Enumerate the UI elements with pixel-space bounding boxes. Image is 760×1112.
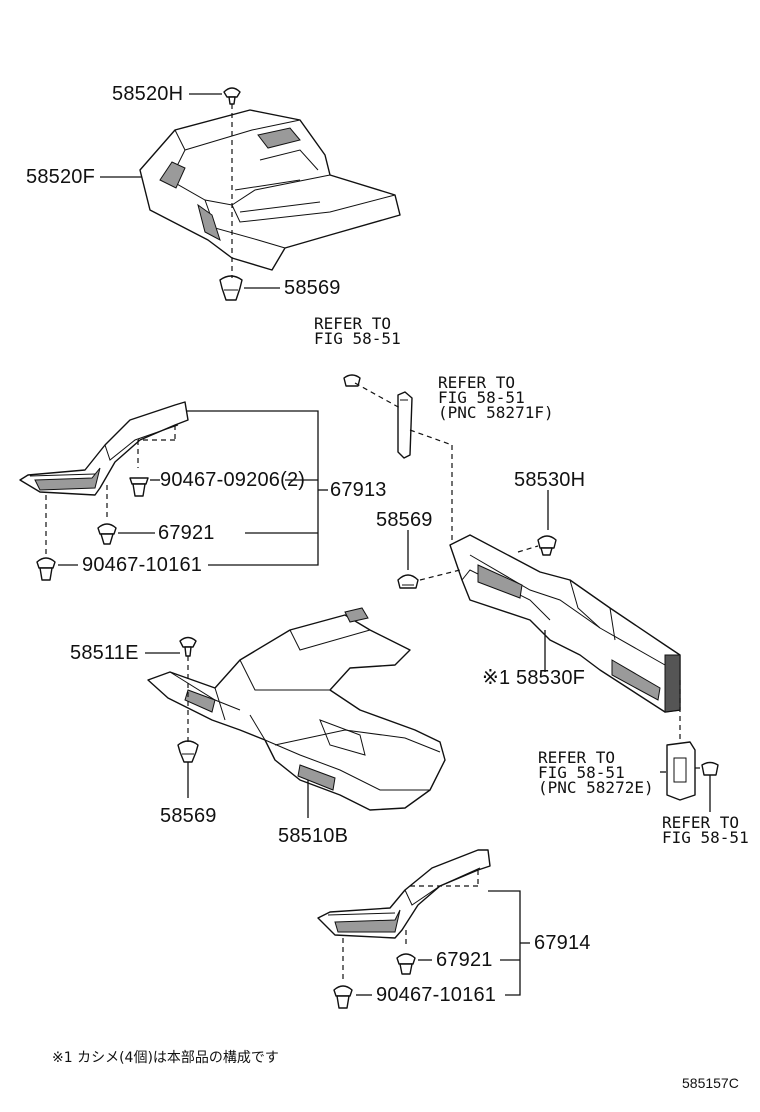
clip-58569-low bbox=[177, 740, 199, 763]
label-58569-top: 58569 bbox=[284, 277, 341, 299]
footnote: ※1 カシメ(4個)は本部品の構成です bbox=[52, 1050, 279, 1066]
label-58511E: 58511E bbox=[70, 642, 139, 664]
label-90467-09206: 90467-09206(2) bbox=[160, 469, 306, 491]
clip-67921-b bbox=[396, 953, 416, 975]
bracket-58272E bbox=[666, 741, 696, 801]
reference-note-4: REFER TO FIG 58-51 bbox=[662, 813, 749, 847]
label-90467-10161-a: 90467-10161 bbox=[82, 554, 203, 576]
reference-note-2-line-1: REFER TO bbox=[438, 373, 516, 392]
label-58520F: 58520F bbox=[26, 166, 96, 188]
reference-note-1: REFER TO FIG 58-51 bbox=[314, 314, 401, 348]
label-58510B: 58510B bbox=[278, 825, 349, 847]
clip-90467-10161-a bbox=[36, 557, 56, 581]
reference-note-3: REFER TO FIG 58-51 (PNC 58272E) bbox=[538, 748, 654, 797]
clip-90467-10161-b bbox=[333, 985, 353, 1009]
label-58530H: 58530H bbox=[514, 469, 586, 491]
reference-note-2-line-3: (PNC 58271F) bbox=[438, 403, 554, 422]
clip-58569-top bbox=[219, 275, 243, 301]
reference-note-4-line-2: FIG 58-51 bbox=[662, 828, 749, 847]
label-90467-10161-b: 90467-10161 bbox=[376, 984, 497, 1006]
clip-67921-a bbox=[97, 523, 117, 545]
clip-58511E bbox=[179, 636, 197, 657]
label-58520H: 58520H bbox=[112, 83, 184, 105]
reference-note-2-line-2: FIG 58-51 bbox=[438, 388, 525, 407]
reference-note-3-line-3: (PNC 58272E) bbox=[538, 778, 654, 797]
reference-note-4-line-1: REFER TO bbox=[662, 813, 740, 832]
floor-rail-58530F bbox=[449, 534, 681, 713]
bolt-90467-09206 bbox=[129, 477, 149, 497]
clip-58520H bbox=[223, 87, 241, 105]
label-58569-low: 58569 bbox=[160, 805, 217, 827]
reference-note-3-line-1: REFER TO bbox=[538, 748, 616, 767]
step-assembly-67914 bbox=[317, 849, 491, 939]
step-assembly-67913 bbox=[19, 401, 189, 496]
reference-note-1-line-2: FIG 58-51 bbox=[314, 329, 401, 348]
clip-ref-lower bbox=[701, 761, 719, 776]
label-58530F: ※1 58530F bbox=[482, 667, 586, 689]
clip-58569-mid bbox=[397, 574, 419, 589]
bracket-58271F bbox=[397, 391, 413, 459]
reference-note-1-line-1: REFER TO bbox=[314, 314, 392, 333]
reference-note-2: REFER TO FIG 58-51 (PNC 58271F) bbox=[438, 373, 554, 422]
floor-cover-58520F bbox=[139, 109, 401, 271]
clip-58530H bbox=[537, 535, 557, 556]
label-67921-b: 67921 bbox=[436, 949, 493, 971]
reference-note-3-line-2: FIG 58-51 bbox=[538, 763, 625, 782]
figure-code: 585157C bbox=[682, 1075, 739, 1091]
label-67914: 67914 bbox=[534, 932, 591, 954]
label-58569-mid: 58569 bbox=[376, 509, 433, 531]
label-67921-a: 67921 bbox=[158, 522, 215, 544]
label-67913: 67913 bbox=[330, 479, 387, 501]
floor-cover-58510B bbox=[147, 607, 446, 811]
